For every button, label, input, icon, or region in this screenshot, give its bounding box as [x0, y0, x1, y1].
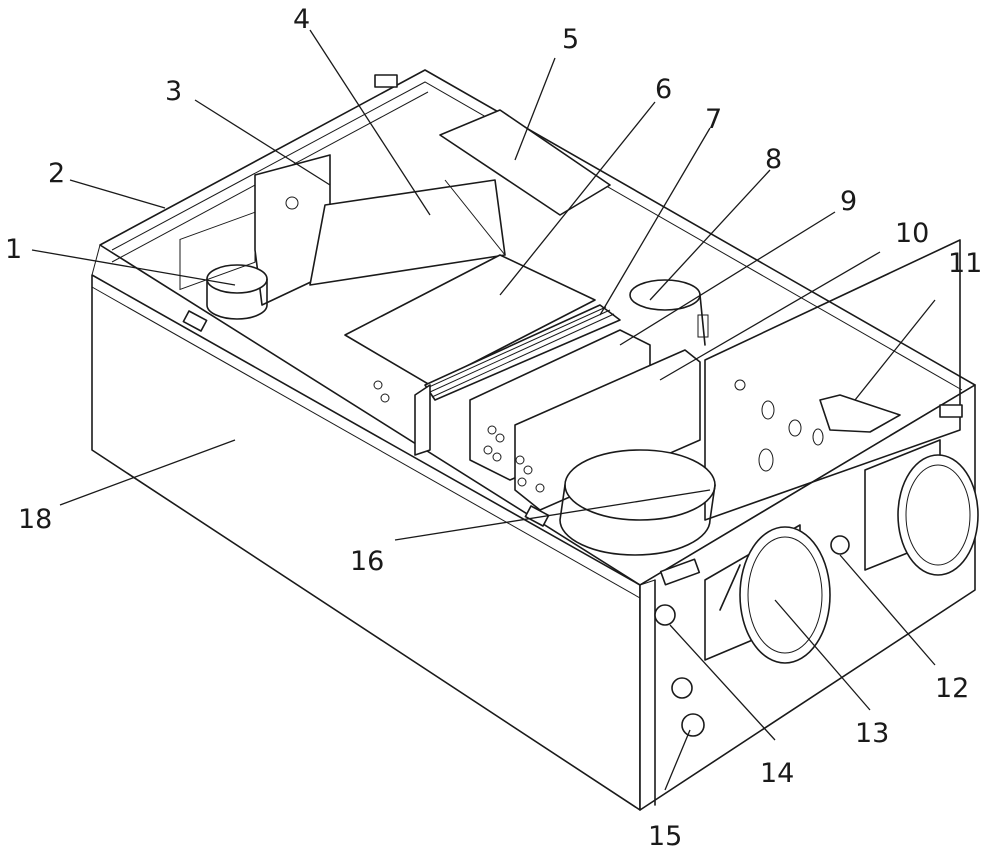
label-10: 10	[895, 218, 929, 249]
label-4: 4	[293, 4, 310, 35]
label-11: 11	[948, 248, 982, 279]
label-15: 15	[648, 821, 682, 852]
label-14: 14	[760, 758, 794, 789]
knob-15	[682, 714, 704, 736]
label-13: 13	[855, 718, 889, 749]
fitting-12	[831, 536, 849, 554]
label-6: 6	[655, 74, 672, 105]
label-8: 8	[765, 144, 782, 175]
port-14	[655, 605, 675, 625]
label-9: 9	[840, 186, 857, 217]
wall-holes	[735, 380, 823, 471]
label-2: 2	[48, 158, 65, 189]
label-5: 5	[562, 24, 579, 55]
front-side-panel	[92, 275, 640, 810]
bracket-11	[820, 395, 900, 432]
label-7: 7	[705, 104, 722, 135]
label-12: 12	[935, 673, 969, 704]
label-18: 18	[18, 504, 52, 535]
label-3: 3	[165, 76, 182, 107]
label-1: 1	[5, 234, 22, 265]
label-16: 16	[350, 546, 384, 577]
